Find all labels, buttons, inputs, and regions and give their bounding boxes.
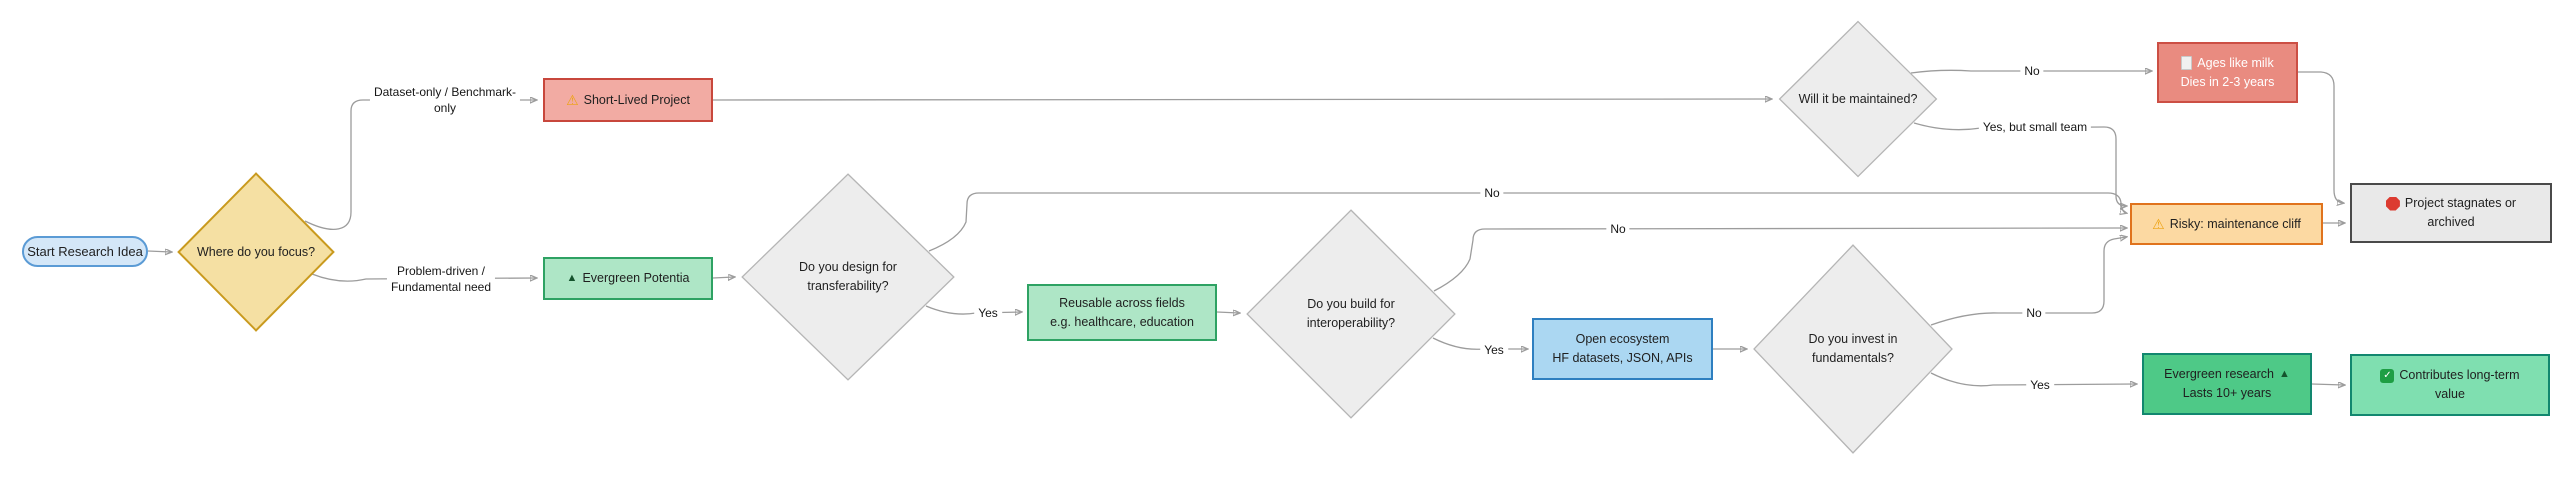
node-label-line2: archived <box>2427 215 2475 229</box>
node-label: Where do you focus? <box>196 244 316 259</box>
node-label: Reusable across fields e.g. healthcare, … <box>1050 295 1194 329</box>
decision-build-for-interoperability[interactable]: Do you build for interoperability? <box>1245 208 1457 420</box>
node-open-ecosystem[interactable]: Open ecosystem HF datasets, JSON, APIs <box>1532 318 1713 380</box>
stop-sign-icon <box>2385 196 2400 211</box>
edge-milk-to-stagnates <box>2298 71 2343 203</box>
node-risky-maintenance-cliff[interactable]: Risky: maintenance cliff <box>2130 203 2323 245</box>
edge-label-interoperability-yes: Yes <box>1480 342 1508 358</box>
node-label: Do you invest in fundamentals? <box>1808 332 1898 365</box>
node-label: Evergreen Potentia <box>582 271 690 285</box>
edge-short-lived-to-maintained <box>712 99 1771 100</box>
decision-will-it-be-maintained[interactable]: Will it be maintained? <box>1778 20 1938 178</box>
node-start-research-idea[interactable]: Start Research Idea <box>22 236 148 267</box>
edge-label-dataset-only: Dataset-only / Benchmark- only <box>369 84 521 116</box>
edge-label-transferability-no: No <box>1480 185 1504 201</box>
decision-where-do-you-focus[interactable]: Where do you focus? <box>177 172 335 332</box>
node-label: Will it be maintained? <box>1798 91 1918 106</box>
edge-label-fundamentals-yes: Yes <box>2026 377 2054 393</box>
node-label: Do you design for transferability? <box>799 260 897 293</box>
warning-icon <box>566 93 579 107</box>
node-evergreen-potential[interactable]: Evergreen Potentia <box>543 257 713 300</box>
warning-icon <box>2152 217 2165 231</box>
edge-start-to-focus <box>147 251 171 252</box>
edge-label-maintained-no: No <box>2020 63 2044 79</box>
node-label: Ages like milk <box>2197 55 2274 70</box>
edge-focus-to-evergreen-potential <box>311 273 536 281</box>
node-contributes-long-term-value[interactable]: Contributes long-term value <box>2350 354 2550 416</box>
node-label-line2: Dies in 2-3 years <box>2180 74 2275 89</box>
milk-glass-icon <box>2181 56 2193 70</box>
pine-tree-icon <box>2279 369 2290 380</box>
node-ages-like-milk[interactable]: Ages like milk Dies in 2-3 years <box>2157 42 2298 103</box>
node-label: Contributes long-term <box>2399 368 2520 382</box>
node-label: Do you build for interoperability? <box>1306 297 1396 330</box>
node-label: Risky: maintenance cliff <box>2169 216 2301 231</box>
edge-evergreen-potential-to-transferability <box>712 277 734 278</box>
node-reusable-across-fields[interactable]: Reusable across fields e.g. healthcare, … <box>1027 284 1217 341</box>
edge-label-fundamentals-no: No <box>2022 305 2046 321</box>
node-evergreen-research[interactable]: Evergreen research Lasts 10+ years <box>2142 353 2312 415</box>
node-label: Project stagnates or <box>2404 196 2517 210</box>
node-label: Evergreen research <box>2164 367 2274 381</box>
edge-evergreen-research-to-contributes <box>2311 384 2344 385</box>
edge-fundamentals-to-evergreen-research <box>1930 372 2136 386</box>
edge-maintained-to-risky <box>1913 122 2126 206</box>
edge-label-transferability-yes: Yes <box>974 305 1002 321</box>
node-label-line2: Lasts 10+ years <box>2182 386 2272 400</box>
check-icon <box>2380 368 2395 383</box>
edge-reusable-to-interoperability <box>1216 312 1239 313</box>
decision-design-for-transferability[interactable]: Do you design for transferability? <box>740 172 956 382</box>
edge-label-interoperability-no: No <box>1606 221 1630 237</box>
pine-tree-icon <box>567 273 578 284</box>
edge-maintained-to-milk <box>1910 70 2151 73</box>
node-project-stagnates-or-archived[interactable]: Project stagnates or archived <box>2350 183 2552 243</box>
edge-fundamentals-to-risky <box>1930 237 2126 326</box>
edge-label-maintained-yes-small-team: Yes, but small team <box>1978 119 2092 135</box>
edge-label-problem-driven: Problem-driven / Fundamental need <box>386 263 496 295</box>
node-label: Open ecosystem HF datasets, JSON, APIs <box>1552 332 1693 365</box>
edge-interoperability-to-risky <box>1433 228 2126 292</box>
node-label-line2: value <box>2435 387 2465 401</box>
edge-focus-to-short-lived <box>304 100 536 230</box>
node-label: Start Research Idea <box>27 244 143 259</box>
node-label: Short-Lived Project <box>583 92 690 107</box>
node-short-lived-project[interactable]: Short-Lived Project <box>543 78 713 122</box>
decision-invest-in-fundamentals[interactable]: Do you invest in fundamentals? <box>1752 243 1954 455</box>
